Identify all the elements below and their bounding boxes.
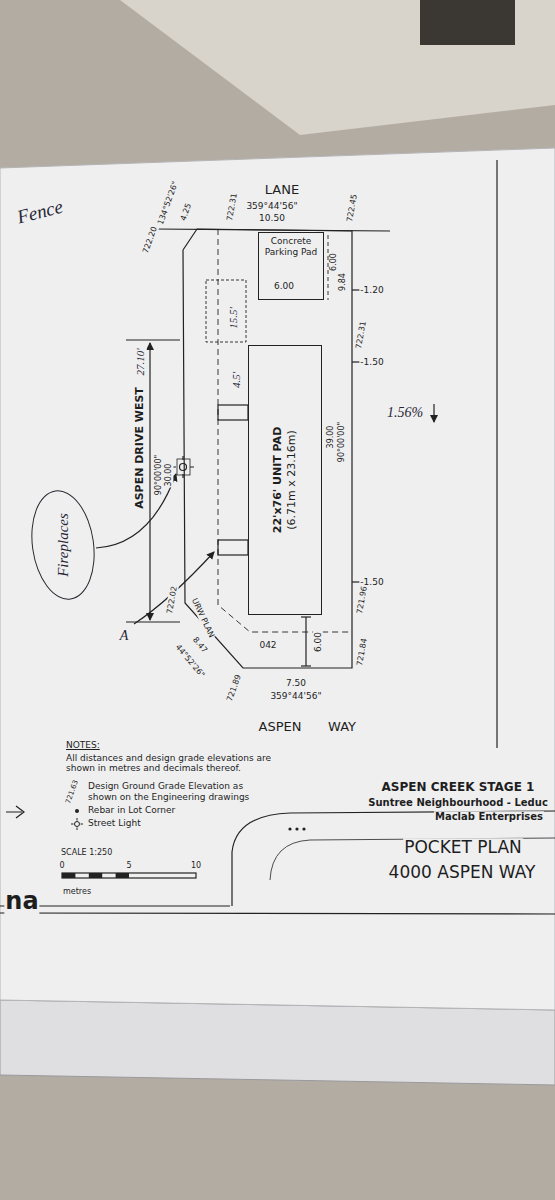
dimension: 39.00 <box>326 425 335 450</box>
pad-label: 22'x76' UNIT PAD <box>271 427 285 534</box>
hand-note: 27.10' <box>134 347 147 376</box>
title-text: POCKET PLAN <box>403 838 523 858</box>
grade-elevation: 722.45 <box>345 192 359 223</box>
dimension: 6.00 <box>329 252 338 272</box>
title-text: ASPEN CREEK STAGE 1 <box>381 781 536 795</box>
bearing: 359°44'56" <box>269 691 322 701</box>
hand-note: 4.5' <box>230 371 243 389</box>
rebar-symbol <box>70 805 84 817</box>
legend-row: Design Ground Grade Elevation as shown o… <box>88 781 258 803</box>
note-oval: Fireplaces <box>25 486 102 604</box>
unit-pad: 22'x76' UNIT PAD(6.71m x 23.16m) <box>248 345 322 615</box>
bearing: 90°00'00" <box>337 421 346 463</box>
grade-elevation: 721.84 <box>355 636 369 667</box>
setback: -1.20 <box>359 285 384 295</box>
grade-elevation: 721.89 <box>225 672 244 703</box>
scale-tick: 5 <box>125 861 132 870</box>
logo-fragment: na <box>4 888 39 916</box>
notes-heading: NOTES: <box>65 740 101 750</box>
dimension: 30.00 <box>164 463 173 488</box>
hand-note: A <box>119 628 130 644</box>
hand-note: Fireplaces <box>55 513 72 577</box>
title-text: Maclab Enterprises <box>434 811 544 823</box>
legend-text: Street Light <box>88 818 258 829</box>
title-text: Suntree Neighbourhood - Leduc <box>367 797 549 809</box>
legend-text: Rebar in Lot Corner <box>88 805 258 816</box>
street-name: WAY <box>327 720 357 735</box>
scale-tick: 10 <box>190 861 202 870</box>
pad-label: Concrete Parking Pad <box>261 236 321 258</box>
grade-sample: 721.63 <box>64 778 81 806</box>
bearing: 359°44'56" <box>245 201 298 211</box>
grade-elevation: 722.20 <box>141 224 160 255</box>
dimension: 7.50 <box>285 678 307 688</box>
lot-number: 042 <box>258 640 277 650</box>
grade-elevation: 722.31 <box>354 319 368 350</box>
hand-note: Fence <box>14 196 66 229</box>
legend-text: Design Ground Grade Elevation as shown o… <box>88 781 258 803</box>
title-text: 4000 ASPEN WAY <box>388 863 537 883</box>
setback: -1.50 <box>359 357 384 367</box>
dimension: 9.84 <box>338 272 347 292</box>
note-text: All distances and design grade elevation… <box>65 753 282 774</box>
legend-row: Street Light <box>88 818 258 829</box>
street-name: ASPEN <box>258 720 303 735</box>
street-name: LANE <box>264 183 300 198</box>
grade-elevation: 722.02 <box>165 584 179 615</box>
pad-label: (6.71m x 23.16m) <box>285 427 299 534</box>
scale-tick: 0 <box>58 861 65 870</box>
scale-label: SCALE 1:250 <box>60 848 113 857</box>
dimension: 4.25 <box>178 201 193 223</box>
utility-label: URW PLAN <box>189 596 216 640</box>
scale-unit: metres <box>62 887 92 896</box>
bearing: 90°00'00" <box>154 454 163 496</box>
hand-note: 15.5' <box>227 306 240 330</box>
street-light-symbol <box>70 818 84 830</box>
bearing: 134°52'26" <box>156 179 181 227</box>
street-name: ASPEN DRIVE WEST <box>134 386 147 510</box>
dimension: 10.50 <box>258 213 286 223</box>
dimension: 6.00 <box>313 631 323 653</box>
dimension: 6.00 <box>273 281 295 291</box>
grade-elevation: 722.31 <box>225 191 239 222</box>
hand-note: 1.56% <box>386 405 424 421</box>
legend-row: Rebar in Lot Corner <box>88 805 258 816</box>
grade-elevation: 721.96 <box>355 584 369 615</box>
pad-text-group: 22'x76' UNIT PAD(6.71m x 23.16m) <box>271 427 300 534</box>
